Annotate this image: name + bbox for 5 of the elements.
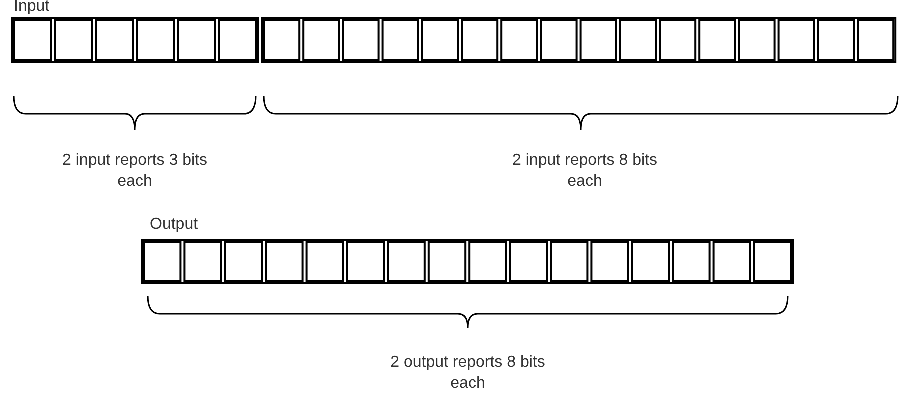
row-title: Input: [14, 0, 50, 17]
bracket-label: 2 output reports 8 bits each: [390, 353, 546, 394]
row-title: Output: [150, 215, 198, 235]
bracket-label: 2 input reports 3 bits each: [62, 151, 208, 192]
bracket-label: 2 input reports 8 bits each: [512, 151, 658, 192]
